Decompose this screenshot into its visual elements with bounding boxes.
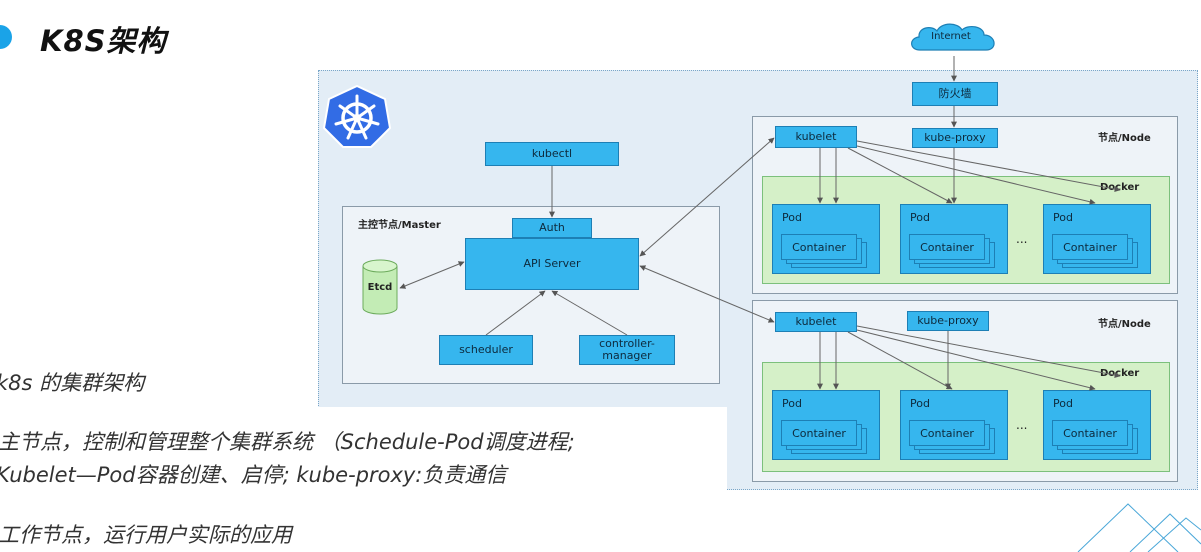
- container-2-3: Container: [1052, 420, 1128, 446]
- pod-label-1-2: Pod: [910, 211, 930, 224]
- pod-label-2-1: Pod: [782, 397, 802, 410]
- note-master-line-2: Kubelet—Pod容器创建、启停; kube-proxy:负责通信: [0, 463, 507, 487]
- container-1-1: Container: [781, 234, 857, 260]
- note-title: k8s 的集群架构: [0, 371, 145, 395]
- kube-proxy-box-1: kube-proxy: [912, 128, 998, 148]
- text-overlay-patch: [300, 407, 727, 552]
- pod-label-1-1: Pod: [782, 211, 802, 224]
- kubelet-box-1: kubelet: [775, 126, 857, 148]
- ellipsis-1: ...: [1016, 232, 1028, 246]
- docker-label-2: Docker: [1100, 368, 1140, 379]
- internet-label: Internet: [931, 31, 971, 42]
- title-bullet: [0, 25, 12, 49]
- decorative-corner-lines-icon: [1077, 503, 1201, 552]
- node-label-1: 节点/Node: [1098, 133, 1151, 144]
- etcd-database-icon: [362, 259, 398, 315]
- internet-cloud-icon: [911, 23, 995, 51]
- kubernetes-logo-icon: [322, 84, 392, 148]
- kubectl-box: kubectl: [485, 142, 619, 166]
- container-2-2: Container: [909, 420, 985, 446]
- note-worker: 工作节点，运行用户实际的应用: [0, 523, 292, 547]
- master-label: 主控节点/Master: [358, 220, 441, 231]
- container-1-3: Container: [1052, 234, 1128, 260]
- note-master-line-1: 主节点，控制和管理整个集群系统 （Schedule-Pod调度进程;: [0, 430, 575, 454]
- pod-label-2-2: Pod: [910, 397, 930, 410]
- docker-label-1: Docker: [1100, 182, 1140, 193]
- controller-manager-box: controller- manager: [579, 335, 675, 365]
- controller-manager-line-2: manager: [602, 349, 652, 362]
- pod-label-1-3: Pod: [1053, 211, 1073, 224]
- firewall-box: 防火墙: [912, 82, 998, 106]
- slide-title: K8S架构: [40, 24, 167, 58]
- etcd-label: Etcd: [367, 282, 393, 293]
- ellipsis-2: ...: [1016, 418, 1028, 432]
- scheduler-box: scheduler: [439, 335, 533, 365]
- kubelet-box-2: kubelet: [775, 312, 857, 332]
- container-1-2: Container: [909, 234, 985, 260]
- pod-label-2-3: Pod: [1053, 397, 1073, 410]
- container-2-1: Container: [781, 420, 857, 446]
- api-server-box: API Server: [465, 238, 639, 290]
- auth-box: Auth: [512, 218, 592, 238]
- kube-proxy-box-2: kube-proxy: [907, 311, 989, 331]
- controller-manager-line-1: controller-: [599, 337, 655, 350]
- node-label-2: 节点/Node: [1098, 319, 1151, 330]
